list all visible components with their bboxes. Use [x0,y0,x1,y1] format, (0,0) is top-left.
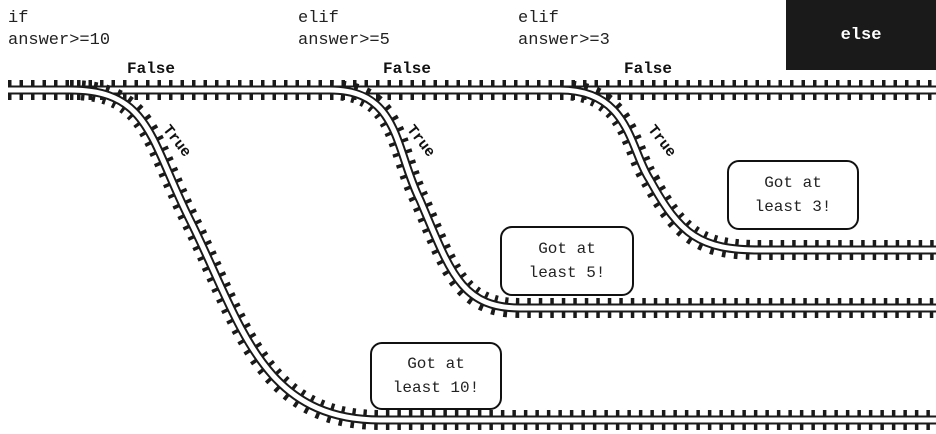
bubble-5-line2: least 5! [528,264,606,282]
elif-expression-2: answer>=3 [518,31,610,50]
else-box: else [786,0,936,70]
elif-expression-1: answer>=5 [298,31,390,50]
true-track-1 [69,80,936,430]
elif-condition-1: elif answer>=5 [298,8,390,52]
bubble-at-least-10: Got at least 10! [370,342,502,410]
true-track-2 [329,80,936,318]
bubble-10-line2: least 10! [392,379,480,397]
bubble-3-line1: Got at [764,174,822,192]
bubble-at-least-3: Got at least 3! [727,160,859,230]
if-condition: if answer>=10 [8,8,110,52]
bubble-5-line1: Got at [538,240,596,258]
elif-keyword-2: elif [518,9,559,28]
if-keyword: if [8,9,29,28]
bubble-10-line1: Got at [407,355,465,373]
true-track-3 [559,80,936,260]
false-label-1: False [127,60,176,78]
if-expression: answer>=10 [8,31,111,50]
elif-condition-2: elif answer>=3 [518,8,610,52]
false-label-2: False [383,60,432,78]
bubble-3-line2: least 3! [754,198,832,216]
bubble-at-least-5: Got at least 5! [500,226,634,296]
false-label-3: False [624,60,673,78]
elif-keyword-1: elif [298,9,339,28]
else-label: else [840,25,882,45]
